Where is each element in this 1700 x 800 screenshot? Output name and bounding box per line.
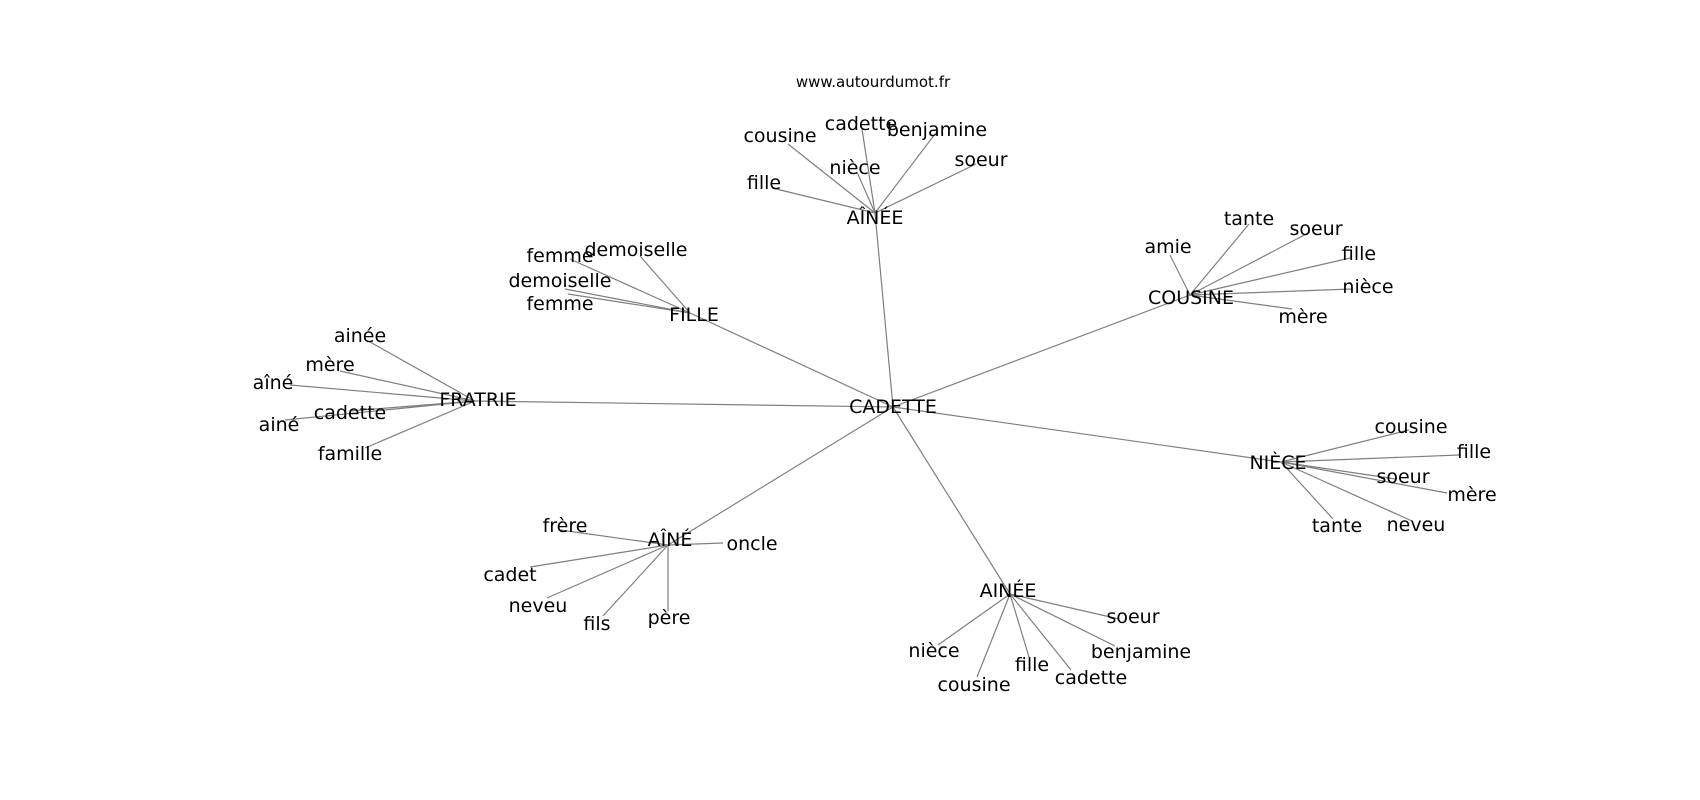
leaf-node-aine-5: père bbox=[648, 607, 691, 629]
hub-node-cousine: COUSINE bbox=[1148, 287, 1234, 309]
leaf-node-cousine-4: nièce bbox=[1342, 276, 1393, 298]
leaf-node-cousine-0: tante bbox=[1224, 208, 1274, 230]
leaf-node-niece-4: tante bbox=[1312, 515, 1362, 537]
site-credit: www.autourdumot.fr bbox=[796, 73, 951, 91]
edge-niece-2 bbox=[1280, 461, 1397, 480]
hub-node-fratrie: FRATRIE bbox=[439, 389, 516, 411]
edge-cousine-0 bbox=[1189, 223, 1250, 296]
edge-aine-1 bbox=[667, 542, 724, 546]
edge-center-fille bbox=[689, 312, 894, 408]
leaf-node-fille-1: demoiselle bbox=[585, 239, 688, 261]
edge-ainee-top-2 bbox=[874, 133, 936, 214]
edge-center-niece bbox=[892, 406, 1282, 463]
leaf-node-niece-2: soeur bbox=[1376, 466, 1429, 488]
edge-ainee-top-0 bbox=[787, 143, 876, 214]
edge-ainee-top-4 bbox=[874, 163, 977, 214]
edge-cousine-3 bbox=[1189, 257, 1351, 296]
leaf-node-ainee-bottom-1: benjamine bbox=[1091, 641, 1191, 663]
edge-center-fratrie bbox=[474, 400, 894, 408]
leaf-node-aine-2: cadet bbox=[483, 564, 536, 586]
edge-ainee-top-1 bbox=[861, 128, 876, 214]
edge-niece-5 bbox=[1280, 461, 1413, 522]
leaf-node-fratrie-0: ainée bbox=[334, 325, 386, 347]
edge-niece-3 bbox=[1280, 461, 1448, 494]
hub-node-fille: FILLE bbox=[669, 304, 719, 326]
leaf-node-cousine-2: amie bbox=[1144, 236, 1191, 258]
leaf-node-fratrie-3: cadette bbox=[314, 402, 386, 424]
edge-cousine-1 bbox=[1189, 231, 1311, 296]
edge-ainee-bottom-1 bbox=[1009, 593, 1116, 647]
hub-node-ainee-bottom: AINÉE bbox=[980, 579, 1037, 602]
leaf-node-aine-4: fils bbox=[583, 613, 610, 635]
leaf-node-fratrie-5: famille bbox=[318, 443, 382, 465]
edge-fille-0 bbox=[569, 258, 691, 314]
edge-fratrie-2 bbox=[289, 384, 476, 402]
leaf-node-fille-0: femme bbox=[526, 245, 593, 267]
edge-center-ainee-top bbox=[874, 212, 894, 408]
leaf-node-ainee-top-1: cadette bbox=[825, 113, 897, 135]
edge-fratrie-4 bbox=[284, 400, 476, 421]
edge-fille-2 bbox=[564, 288, 691, 314]
edge-fille-3 bbox=[567, 293, 691, 314]
leaf-node-ainee-top-4: soeur bbox=[954, 149, 1007, 171]
edge-center-aine bbox=[667, 406, 894, 546]
leaf-node-niece-0: cousine bbox=[1374, 416, 1447, 438]
center-node: CADETTE bbox=[849, 396, 937, 418]
leaf-node-fratrie-2: aîné bbox=[253, 372, 294, 394]
hub-node-aine: AÎNÉ bbox=[648, 528, 693, 551]
leaf-node-ainee-top-3: nièce bbox=[829, 157, 880, 179]
leaf-node-ainee-top-5: fille bbox=[747, 172, 781, 194]
edge-niece-4 bbox=[1280, 461, 1334, 520]
hub-node-niece: NIÈCE bbox=[1249, 451, 1306, 474]
edge-fratrie-5 bbox=[364, 400, 476, 449]
leaf-node-ainee-top-2: benjamine bbox=[887, 119, 987, 141]
edge-niece-0 bbox=[1280, 429, 1410, 463]
leaf-node-fille-2: demoiselle bbox=[509, 270, 612, 292]
leaf-node-cousine-5: mère bbox=[1278, 306, 1327, 328]
edge-center-cousine bbox=[892, 294, 1191, 408]
leaf-node-ainee-bottom-0: soeur bbox=[1106, 606, 1159, 628]
leaf-node-niece-1: fille bbox=[1457, 441, 1491, 463]
edge-ainee-top-5 bbox=[771, 187, 876, 214]
edge-fratrie-0 bbox=[369, 341, 476, 402]
leaf-node-fille-3: femme bbox=[526, 293, 593, 315]
hub-node-ainee-top: AÎNÉE bbox=[847, 206, 904, 229]
leaf-node-aine-0: frère bbox=[543, 515, 588, 537]
leaf-node-cousine-1: soeur bbox=[1289, 218, 1342, 240]
edge-aine-4 bbox=[602, 544, 669, 617]
edge-aine-2 bbox=[529, 544, 669, 568]
edge-ainee-bottom-2 bbox=[937, 593, 1011, 646]
edge-cousine-4 bbox=[1189, 288, 1353, 296]
leaf-node-ainee-bottom-4: cadette bbox=[1055, 667, 1127, 689]
edge-cousine-2 bbox=[1169, 254, 1191, 296]
leaf-node-ainee-top-0: cousine bbox=[743, 125, 816, 147]
leaf-node-aine-3: neveu bbox=[509, 595, 568, 617]
edge-fille-1 bbox=[639, 255, 691, 314]
leaf-node-ainee-bottom-2: nièce bbox=[908, 640, 959, 662]
edge-fratrie-1 bbox=[339, 370, 476, 402]
graph-edges bbox=[284, 128, 1460, 678]
edge-ainee-bottom-5 bbox=[976, 593, 1011, 678]
edge-ainee-top-3 bbox=[856, 171, 876, 214]
edge-aine-0 bbox=[559, 529, 669, 546]
leaf-node-ainee-bottom-5: cousine bbox=[937, 674, 1010, 696]
leaf-node-niece-5: neveu bbox=[1387, 514, 1446, 536]
edge-niece-1 bbox=[1280, 454, 1460, 463]
leaf-node-aine-1: oncle bbox=[726, 533, 777, 555]
edge-ainee-bottom-4 bbox=[1009, 593, 1072, 671]
edge-ainee-bottom-0 bbox=[1009, 593, 1120, 620]
edge-ainee-bottom-3 bbox=[1009, 593, 1030, 658]
edge-center-ainee-bottom bbox=[892, 406, 1011, 595]
edge-cousine-5 bbox=[1189, 294, 1293, 310]
edge-aine-3 bbox=[546, 544, 669, 599]
leaf-node-ainee-bottom-3: fille bbox=[1015, 654, 1049, 676]
leaf-node-niece-3: mère bbox=[1447, 484, 1496, 506]
leaf-node-fratrie-4: ainé bbox=[259, 414, 300, 436]
leaf-node-cousine-3: fille bbox=[1342, 243, 1376, 265]
leaf-node-fratrie-1: mère bbox=[305, 354, 354, 376]
